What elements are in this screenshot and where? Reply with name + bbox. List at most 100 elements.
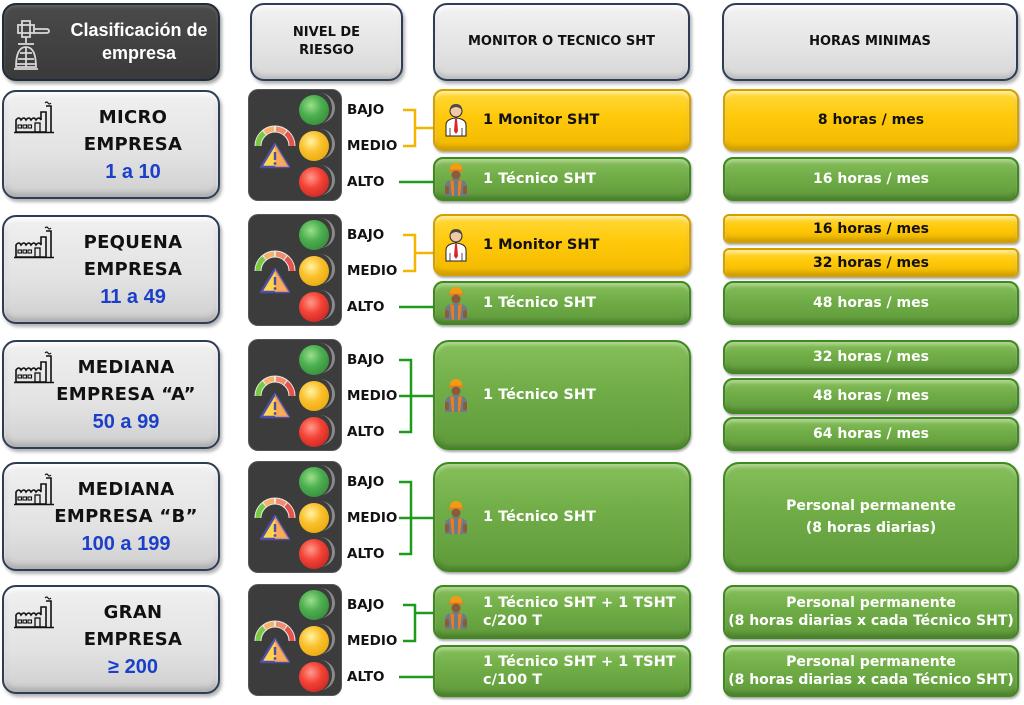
- minimum-hours-box: Personal permanente(8 horas diarias x ca…: [723, 645, 1019, 697]
- risk-connector: [399, 358, 435, 434]
- traffic-light: [248, 339, 342, 451]
- risk-connector: [399, 480, 435, 556]
- gavel-icon: [14, 20, 50, 70]
- red-light-icon: [299, 662, 329, 692]
- lamp-hood: [305, 501, 335, 531]
- hours-title: HORAS MINIMAS: [809, 34, 931, 50]
- risk-label-low: BAJO: [347, 597, 385, 613]
- risk-label-low: BAJO: [347, 227, 385, 243]
- minimum-hours-box: 32 horas / mes: [723, 248, 1019, 277]
- risk-label-medium: MEDIO: [347, 633, 398, 649]
- lamp-hood: [305, 624, 335, 654]
- risk-level-title: NIVEL DE RIESGO: [292, 25, 361, 58]
- risk-label-high: ALTO: [347, 299, 385, 315]
- lamp-hood: [305, 129, 335, 159]
- staff-label-line2: c/100 T: [483, 672, 543, 688]
- risk-label-low: BAJO: [347, 352, 385, 368]
- staff-requirement-box: 1 Técnico SHT + 1 TSHT c/200 T: [433, 585, 691, 639]
- company-name-line1: MICRO: [98, 106, 168, 128]
- header-hours: HORAS MINIMAS: [722, 3, 1018, 81]
- minimum-hours-box: 16 horas / mes: [723, 214, 1019, 243]
- company-name-line2: EMPRESA “B”: [54, 505, 198, 527]
- company-name-line2: EMPRESA: [83, 258, 183, 280]
- green-light-icon: [299, 345, 329, 375]
- lamp-hood: [305, 343, 335, 373]
- staff-requirement-box: 1 Técnico SHT: [433, 281, 691, 325]
- classification-title: Clasificación de empresa: [70, 20, 208, 63]
- hours-label: 16 horas / mes: [813, 171, 929, 187]
- traffic-light: [248, 461, 342, 573]
- company-name-line1: MEDIANA: [77, 356, 175, 378]
- red-light-icon: [299, 417, 329, 447]
- staff-label: 1 Técnico SHT: [483, 509, 596, 525]
- lamp-hood: [305, 588, 335, 618]
- monitor-person-icon: [443, 228, 469, 262]
- hours-label-line2: (8 horas diarias x cada Técnico SHT): [728, 613, 1014, 629]
- lamp-hood: [305, 165, 335, 195]
- lamp-hood: [305, 379, 335, 409]
- staff-requirement-box: 1 Técnico SHT: [433, 340, 691, 450]
- risk-connector: [399, 233, 435, 309]
- staff-label: 1 Técnico SHT: [483, 295, 596, 311]
- company-name-line2: EMPRESA: [83, 133, 183, 155]
- minimum-hours-box: 48 horas / mes: [723, 378, 1019, 414]
- red-light-icon: [299, 167, 329, 197]
- risk-gauge-warning-icon: [253, 249, 297, 295]
- header-classification: Clasificación de empresa: [2, 3, 220, 81]
- hours-label: 16 horas / mes: [813, 220, 929, 237]
- hours-label: 8 horas / mes: [817, 112, 925, 128]
- hours-label-line1: Personal permanente: [786, 498, 956, 514]
- yellow-light-icon: [299, 256, 329, 286]
- risk-label-medium: MEDIO: [347, 388, 398, 404]
- traffic-light: [248, 89, 342, 201]
- staff-label-line1: 1 Técnico SHT + 1 TSHT: [483, 595, 676, 611]
- technician-icon: [443, 595, 469, 629]
- risk-connector: [399, 603, 435, 679]
- lamp-hood: [305, 218, 335, 248]
- risk-label-medium: MEDIO: [347, 138, 398, 154]
- minimum-hours-box: 48 horas / mes: [723, 281, 1019, 325]
- risk-label-high: ALTO: [347, 546, 385, 562]
- employee-range: 11 a 49: [100, 285, 166, 308]
- staff-label-line2: c/200 T: [483, 613, 543, 629]
- company-name-line1: MEDIANA: [77, 478, 175, 500]
- factory-icon: [14, 470, 56, 508]
- yellow-light-icon: [299, 131, 329, 161]
- staff-label: 1 Monitor SHT: [483, 237, 600, 253]
- staff-requirement-box: 1 Monitor SHT: [433, 89, 691, 151]
- staff-label: 1 Monitor SHT: [483, 112, 600, 128]
- risk-label-medium: MEDIO: [347, 263, 398, 279]
- monitor-title: MONITOR O TECNICO SHT: [468, 34, 655, 50]
- staff-requirement-box: 1 Técnico SHT: [433, 462, 691, 572]
- lamp-hood: [305, 537, 335, 567]
- header-monitor: MONITOR O TECNICO SHT: [433, 3, 690, 81]
- employee-range: 100 a 199: [81, 532, 171, 555]
- hours-label-line2: (8 horas diarias x cada Técnico SHT): [728, 672, 1014, 688]
- employee-range: 1 a 10: [105, 160, 161, 183]
- lamp-hood: [305, 415, 335, 445]
- monitor-person-icon: [443, 103, 469, 137]
- minimum-hours-box: 16 horas / mes: [723, 157, 1019, 201]
- company-card: MEDIANA EMPRESA “B” 100 a 199: [2, 462, 220, 571]
- hours-label-line2: (8 horas diarias): [805, 520, 937, 536]
- company-card: MICRO EMPRESA 1 a 10: [2, 90, 220, 199]
- green-light-icon: [299, 95, 329, 125]
- hours-label: Personal permanente(8 horas diarias x ca…: [728, 653, 1014, 689]
- risk-label-low: BAJO: [347, 102, 385, 118]
- minimum-hours-box: Personal permanente(8 horas diarias x ca…: [723, 585, 1019, 639]
- lamp-hood: [305, 254, 335, 284]
- yellow-light-icon: [299, 503, 329, 533]
- staff-label: 1 Técnico SHT: [483, 171, 596, 187]
- risk-gauge-warning-icon: [253, 619, 297, 665]
- green-light-icon: [299, 590, 329, 620]
- hours-label: Personal permanente (8 horas diarias): [786, 495, 956, 539]
- company-name-line1: GRAN: [103, 601, 163, 623]
- technician-icon: [443, 500, 469, 534]
- lamp-hood: [305, 465, 335, 495]
- bracket-all-levels: [399, 358, 435, 434]
